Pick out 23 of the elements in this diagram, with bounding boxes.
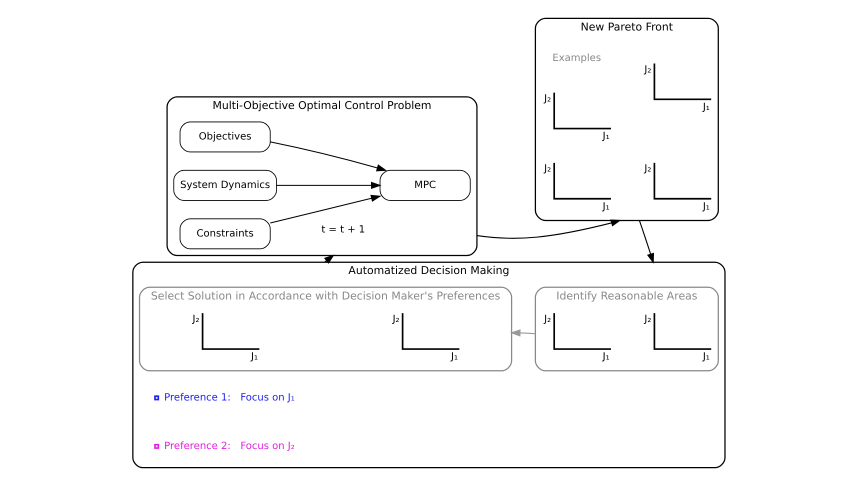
node-text: J₂ J₁: [544, 164, 610, 212]
node-box: Objectives: [179, 121, 270, 152]
arrow: [276, 182, 382, 190]
arrow: [270, 141, 387, 172]
node-text: J₂ J₁: [644, 64, 710, 113]
node-text: J₂ J₁: [644, 164, 710, 212]
node-box: System Dynamics: [172, 170, 276, 201]
arrow: [476, 220, 621, 239]
arrow: [638, 220, 654, 264]
label: Examples: [552, 53, 601, 64]
arrow: [509, 329, 535, 337]
node-box: Constraints: [179, 218, 270, 250]
node-text: J₂ J₁: [392, 314, 458, 363]
arrow: [270, 194, 381, 224]
legend-label: Preference 2: Focus on J₂: [164, 440, 294, 452]
node-text: J₂ J₁: [544, 314, 610, 363]
node-box: MPC: [379, 170, 470, 201]
node-text: J₂ J₁: [192, 314, 258, 363]
arrow: [323, 254, 334, 264]
node-text: J₂ J₁: [544, 94, 610, 142]
edge-label: t = t + 1: [320, 224, 365, 236]
legend-label: Preference 1: Focus on J₁: [164, 392, 294, 404]
node-text: J₂ J₁: [644, 314, 710, 363]
